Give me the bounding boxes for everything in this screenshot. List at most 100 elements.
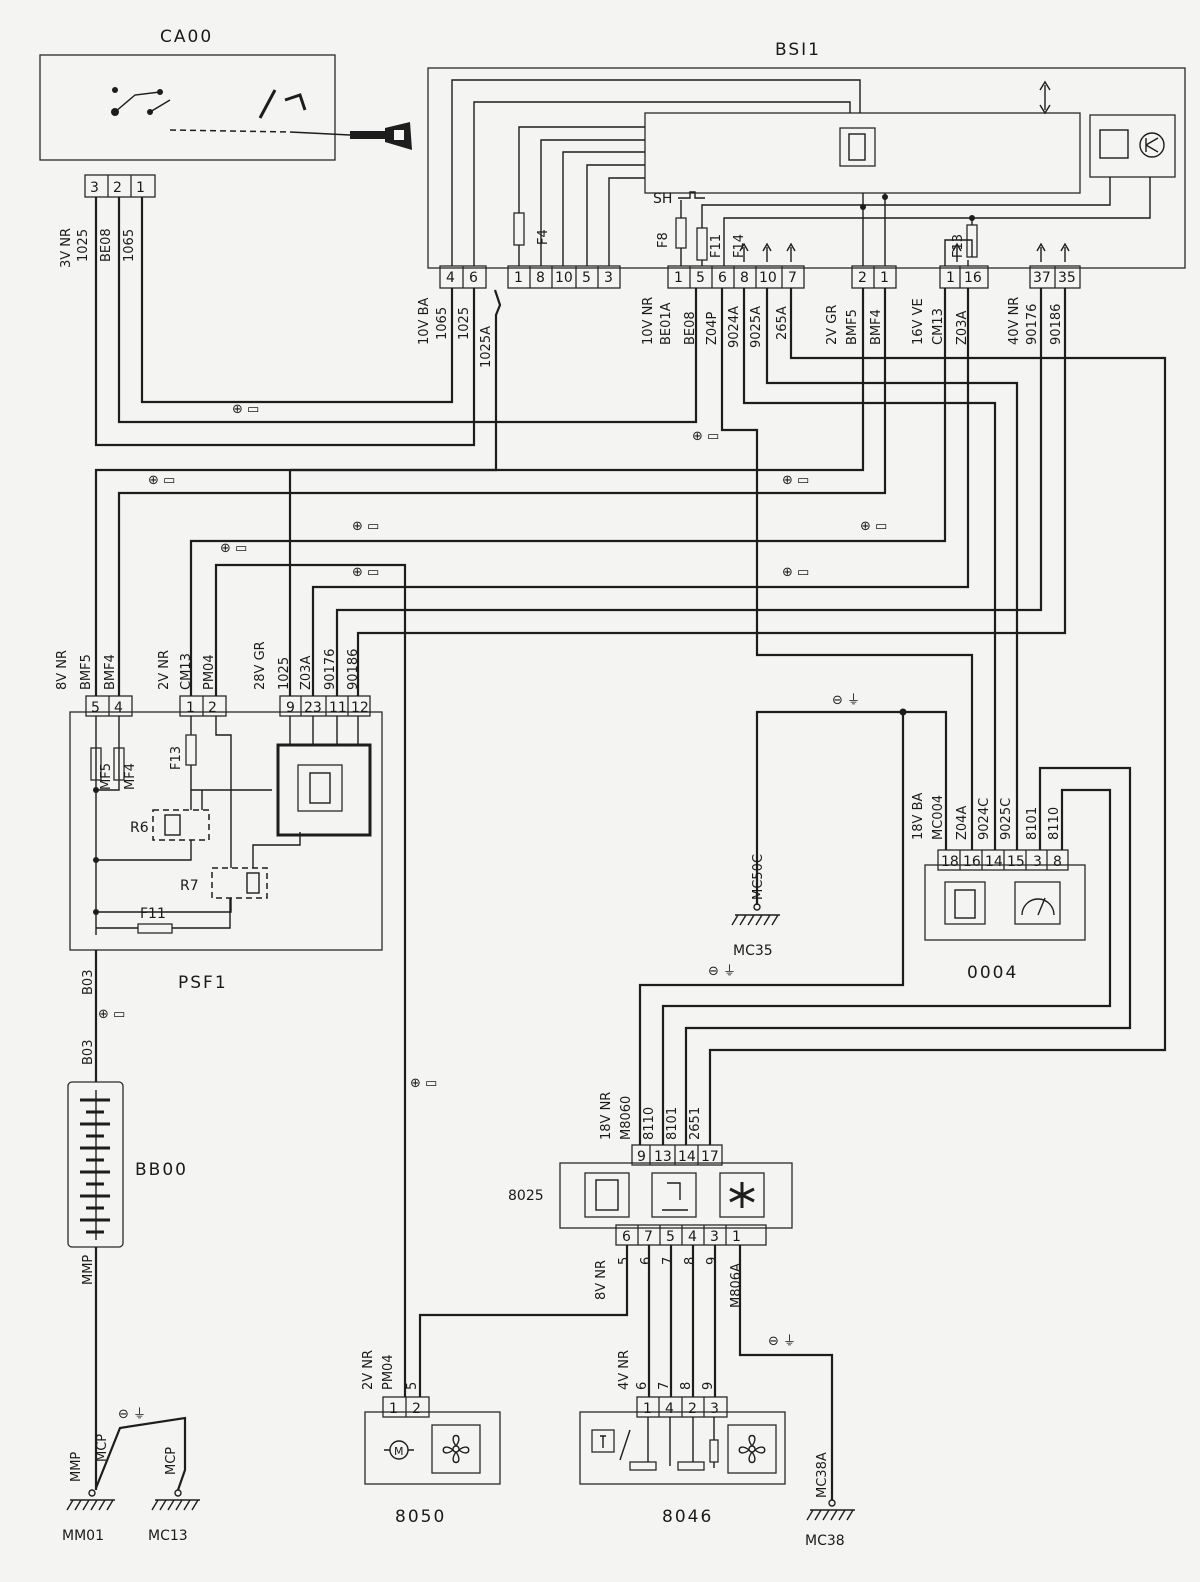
- svg-text:6: 6: [639, 1257, 654, 1265]
- svg-text:BE08: BE08: [683, 311, 698, 345]
- svg-text:Z04A: Z04A: [955, 806, 970, 840]
- fuse-mf4: [113, 747, 125, 781]
- svg-text:PM04: PM04: [381, 1354, 396, 1390]
- svg-text:4: 4: [114, 700, 123, 716]
- svg-text:8: 8: [679, 1382, 694, 1390]
- svg-text:5: 5: [696, 270, 705, 286]
- fuse-f11: [696, 227, 708, 261]
- ground-mc13: MC13: [148, 1489, 200, 1544]
- motor-icon: M: [384, 1440, 414, 1460]
- svg-text:16: 16: [964, 270, 982, 286]
- bsi1-module: BSI1 SH F4 F8 F11 F14 F13: [417, 40, 1186, 368]
- fuse-f11-psf: [137, 923, 173, 934]
- svg-text:⊕ ▭: ⊕ ▭: [782, 565, 809, 580]
- svg-text:2: 2: [208, 700, 217, 716]
- fuse-f8: [675, 217, 687, 249]
- svg-text:9025C: 9025C: [999, 798, 1014, 840]
- psf-conn-2vnr: 2V NR: [157, 650, 172, 690]
- svg-text:1: 1: [389, 1401, 398, 1417]
- c8025-label: 8025: [508, 1188, 544, 1204]
- svg-text:⊕ ▭: ⊕ ▭: [232, 402, 259, 417]
- svg-text:MM01: MM01: [62, 1528, 104, 1544]
- svg-text:9024A: 9024A: [727, 306, 742, 348]
- svg-text:MC38: MC38: [805, 1533, 845, 1549]
- bsi-pins-g2: 1 8 10 5 3: [507, 265, 621, 289]
- svg-text:5: 5: [582, 270, 591, 286]
- c8046-module: 8046 1 4 2 3 4V NR 6 7 8 9: [579, 1350, 786, 1527]
- svg-text:35: 35: [1058, 270, 1076, 286]
- ca00-switch: CA00 3 2 1 3V NR 1025 BE08 1065: [39, 27, 412, 268]
- bsi-conn-2vgr: 2V GR: [825, 305, 840, 345]
- svg-text:F11: F11: [140, 906, 166, 922]
- svg-text:15: 15: [1007, 854, 1025, 870]
- svg-text:8101: 8101: [665, 1107, 680, 1140]
- svg-text:⊕ ▭: ⊕ ▭: [98, 1007, 125, 1022]
- svg-text:23: 23: [304, 700, 322, 716]
- svg-text:Z04P: Z04P: [705, 312, 720, 345]
- svg-text:9: 9: [705, 1257, 720, 1265]
- bsi-chip-icon: [839, 127, 876, 167]
- fuse-mf5: [90, 747, 102, 781]
- svg-text:4: 4: [665, 1401, 674, 1417]
- svg-text:2: 2: [412, 1401, 421, 1417]
- svg-text:5: 5: [91, 700, 100, 716]
- svg-text:9: 9: [637, 1149, 646, 1165]
- svg-text:MF4: MF4: [123, 763, 138, 790]
- ca00-wire-1025: 1025: [76, 229, 91, 262]
- svg-text:2: 2: [688, 1401, 697, 1417]
- ground-mc38: MC38 MC38A: [805, 1452, 855, 1549]
- bsi-pins-g1: 4 6: [439, 265, 487, 289]
- bsi-internal-wires: [451, 79, 1151, 266]
- ground-mm01: MM01: [62, 1489, 115, 1544]
- bb00-battery: BB00: [67, 1081, 188, 1248]
- svg-text:F8: F8: [656, 232, 671, 248]
- svg-text:M806A: M806A: [729, 1263, 744, 1308]
- svg-text:6: 6: [718, 270, 727, 286]
- transistor-icon: [1099, 129, 1165, 159]
- resistor-icon: [677, 1461, 705, 1471]
- ca00-connector-label: 3V NR: [59, 228, 74, 268]
- bsi-conn-16vve: 16V VE: [911, 298, 926, 345]
- svg-text:16: 16: [963, 854, 981, 870]
- svg-text:10: 10: [555, 270, 573, 286]
- svg-text:MC38A: MC38A: [815, 1452, 830, 1498]
- bsi-pins-g6: 37 35: [1029, 265, 1081, 289]
- svg-text:MMP: MMP: [69, 1452, 84, 1482]
- svg-text:PM04: PM04: [202, 654, 217, 690]
- svg-text:MCP: MCP: [95, 1434, 110, 1462]
- svg-text:14: 14: [985, 854, 1003, 870]
- c8050-module: 8050 1 2 M 2V NR PM04 5: [361, 1350, 501, 1527]
- ca00-pin-1: 1: [136, 180, 145, 196]
- svg-text:8: 8: [683, 1257, 698, 1265]
- svg-text:90186: 90186: [1049, 304, 1064, 345]
- svg-text:MC35: MC35: [733, 943, 773, 959]
- fuse-f13-psf: [185, 734, 197, 766]
- bsi-pins-g3: 1 5 6 8 10 7: [667, 265, 805, 289]
- psf-conn-28vgr: 28V GR: [253, 641, 268, 690]
- svg-text:1: 1: [732, 1229, 741, 1245]
- svg-text:90176: 90176: [323, 649, 338, 690]
- svg-text:3: 3: [1033, 854, 1042, 870]
- svg-text:90176: 90176: [1025, 304, 1040, 345]
- svg-text:1: 1: [880, 270, 889, 286]
- svg-text:9: 9: [701, 1382, 716, 1390]
- svg-text:3: 3: [710, 1229, 719, 1245]
- svg-text:11: 11: [329, 700, 347, 716]
- bsi-pins-g5: 1 16: [939, 265, 989, 289]
- bb00-label: BB00: [135, 1160, 188, 1180]
- display-icon: [651, 1172, 697, 1218]
- svg-text:4: 4: [446, 270, 455, 286]
- gauge-icon: [1014, 881, 1061, 925]
- relay-r7: R7: [180, 878, 199, 894]
- svg-text:MC004: MC004: [931, 795, 946, 840]
- svg-text:MF5: MF5: [99, 763, 114, 790]
- fan-icon: [727, 1424, 777, 1474]
- psf1-label: PSF1: [178, 973, 228, 993]
- svg-text:6: 6: [469, 270, 478, 286]
- svg-text:1: 1: [514, 270, 523, 286]
- psf1-module: PSF1 5 4 1 2 9 23 11 12 8V NR BMF5 BMF4 …: [55, 641, 383, 993]
- svg-text:1: 1: [643, 1401, 652, 1417]
- ca00-label: CA00: [160, 27, 213, 47]
- svg-text:F13: F13: [169, 746, 184, 770]
